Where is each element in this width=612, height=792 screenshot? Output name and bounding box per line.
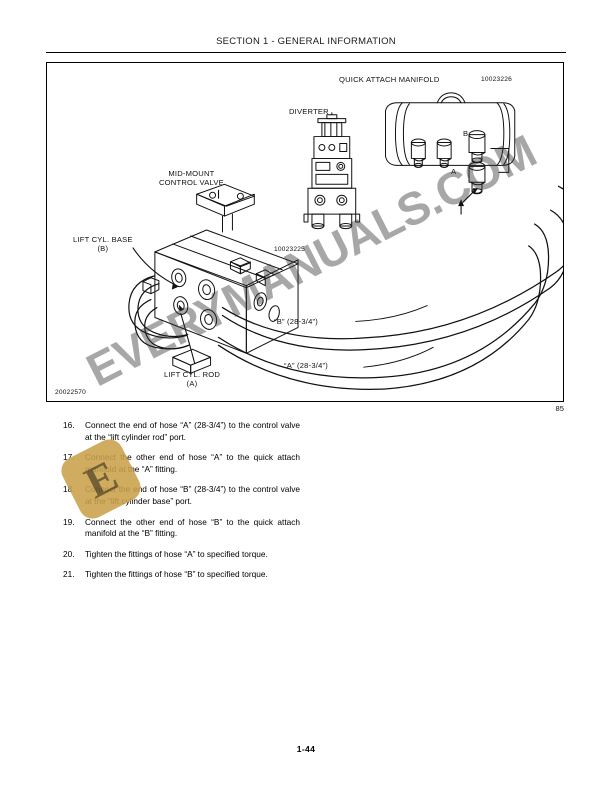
list-item: 20. Tighten the fittings of hose “A” to … bbox=[63, 549, 300, 561]
step-text: Tighten the fittings of hose “B” to spec… bbox=[85, 569, 268, 580]
label-quick-attach-manifold: QUICK ATTACH MANIFOLD bbox=[339, 75, 440, 84]
label-lift-cylinder-rod: LIFT CYL. ROD (A) bbox=[164, 370, 220, 389]
step-text: Connect the end of hose “A” (28-3/4”) to… bbox=[85, 420, 300, 442]
label-hose-b-length: “B” (28-3/4”) bbox=[274, 317, 318, 326]
step-text: Connect the other end of hose “A” to the… bbox=[85, 452, 300, 474]
part-number-manifold: 10023226 bbox=[481, 76, 512, 83]
label-lift-cyl-base-line-1: LIFT CYL. BASE bbox=[73, 235, 133, 244]
page-number: 1-44 bbox=[296, 744, 316, 754]
list-item: 17. Connect the other end of hose “A” to… bbox=[63, 452, 300, 475]
label-diverter: DIVERTER bbox=[289, 107, 329, 116]
list-item: 16. Connect the end of hose “A” (28-3/4”… bbox=[63, 420, 300, 443]
label-mid-mount-line-2: CONTROL VALVE bbox=[159, 178, 224, 188]
label-port-a: A bbox=[451, 167, 457, 176]
label-lift-cyl-rod-line-2: (A) bbox=[186, 379, 198, 389]
header-divider bbox=[46, 52, 566, 53]
step-number: 19. bbox=[63, 516, 75, 527]
part-number-diverter: 10023225 bbox=[274, 246, 305, 253]
figure-number: 85 bbox=[555, 404, 564, 413]
label-port-b: B bbox=[463, 129, 469, 138]
step-number: 21. bbox=[63, 569, 75, 580]
figure-hydraulic-hose-routing: QUICK ATTACH MANIFOLD 10023226 DIVERTER … bbox=[46, 62, 564, 402]
label-lift-cyl-base-line-2: (B) bbox=[97, 244, 109, 254]
figure-artwork: QUICK ATTACH MANIFOLD 10023226 DIVERTER … bbox=[47, 63, 563, 401]
list-item: 19. Connect the other end of hose “B” to… bbox=[63, 517, 300, 540]
label-hose-a-length: “A” (28-3/4”) bbox=[284, 361, 328, 370]
label-lift-cylinder-base: LIFT CYL. BASE (B) bbox=[73, 235, 133, 254]
step-number: 20. bbox=[63, 548, 75, 559]
step-number: 18. bbox=[63, 484, 75, 495]
label-lift-cyl-rod-line-1: LIFT CYL. ROD bbox=[164, 370, 221, 379]
step-text: Connect the end of hose “B” (28-3/4”) to… bbox=[85, 484, 300, 506]
label-mid-mount-control-valve: MID-MOUNT CONTROL VALVE bbox=[159, 169, 224, 188]
step-text: Connect the other end of hose “B” to the… bbox=[85, 516, 300, 539]
label-mid-mount-line-1: MID-MOUNT bbox=[168, 169, 215, 178]
page-title: SECTION 1 - GENERAL INFORMATION bbox=[216, 36, 396, 47]
hydraulic-schematic-drawing bbox=[128, 92, 563, 390]
list-item: 21. Tighten the fittings of hose “B” to … bbox=[63, 569, 300, 581]
step-text: Tighten the fittings of hose “A” to spec… bbox=[85, 548, 268, 559]
step-number: 16. bbox=[63, 420, 75, 430]
drawing-number: 20022570 bbox=[55, 389, 86, 396]
instruction-list: 16. Connect the end of hose “A” (28-3/4”… bbox=[63, 420, 300, 581]
step-number: 17. bbox=[63, 452, 75, 463]
list-item: 18. Connect the end of hose “B” (28-3/4”… bbox=[63, 484, 300, 507]
